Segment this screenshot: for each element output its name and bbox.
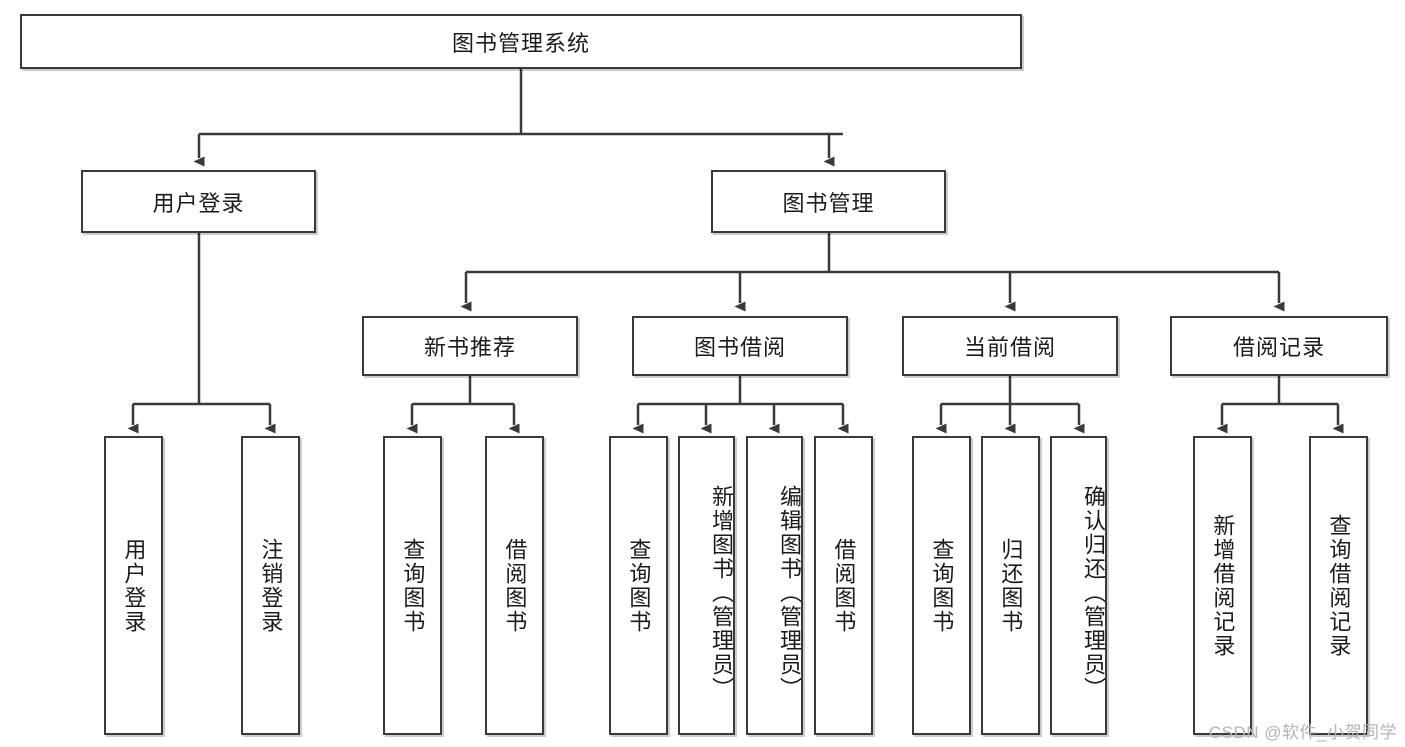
node-leaf-edit-book-label: 编辑图书（管理员） xyxy=(777,484,802,701)
node-new-book-rec[interactable]: 新书推荐 xyxy=(362,316,578,376)
node-leaf-borrow-book-2[interactable]: 借阅图书 xyxy=(814,436,873,735)
node-leaf-add-record[interactable]: 新增借阅记录 xyxy=(1193,436,1252,735)
node-book-borrow[interactable]: 图书借阅 xyxy=(632,316,848,376)
node-leaf-borrow-book-2-label: 借阅图书 xyxy=(831,537,857,634)
node-book-manage-label: 图书管理 xyxy=(782,190,875,216)
node-leaf-return-book-label: 归还图书 xyxy=(998,537,1024,634)
node-current-borrow[interactable]: 当前借阅 xyxy=(902,316,1118,376)
node-book-borrow-label: 图书借阅 xyxy=(693,335,786,360)
node-current-borrow-label: 当前借阅 xyxy=(963,335,1056,360)
node-leaf-query-book-2[interactable]: 查询图书 xyxy=(609,436,668,735)
node-leaf-query-book-1-label: 查询图书 xyxy=(400,537,426,634)
node-leaf-return-book[interactable]: 归还图书 xyxy=(981,436,1040,735)
node-leaf-logout-label: 注销登录 xyxy=(258,537,284,634)
csdn-watermark: CSDN @软件_小贺同学 xyxy=(1208,723,1397,742)
node-leaf-query-record[interactable]: 查询借阅记录 xyxy=(1309,436,1368,735)
node-leaf-confirm-return-label: 确认归还（管理员） xyxy=(1081,484,1106,701)
node-leaf-borrow-book-1-label: 借阅图书 xyxy=(502,537,528,634)
node-user-login[interactable]: 用户登录 xyxy=(81,170,316,233)
node-leaf-user-login[interactable]: 用户登录 xyxy=(104,436,163,735)
node-leaf-query-record-label: 查询借阅记录 xyxy=(1326,513,1352,658)
node-leaf-edit-book[interactable]: 编辑图书（管理员） xyxy=(746,436,803,735)
node-root-label: 图书管理系统 xyxy=(451,30,590,56)
node-leaf-add-record-label: 新增借阅记录 xyxy=(1210,513,1236,658)
node-book-manage[interactable]: 图书管理 xyxy=(711,170,946,233)
node-leaf-query-book-2-label: 查询图书 xyxy=(626,537,652,634)
node-leaf-confirm-return[interactable]: 确认归还（管理员） xyxy=(1050,436,1107,735)
node-leaf-logout[interactable]: 注销登录 xyxy=(241,436,300,735)
node-leaf-query-book-3[interactable]: 查询图书 xyxy=(912,436,971,735)
node-root[interactable]: 图书管理系统 xyxy=(20,14,1022,69)
node-leaf-query-book-1[interactable]: 查询图书 xyxy=(383,436,442,735)
node-leaf-user-login-label: 用户登录 xyxy=(121,537,147,634)
node-leaf-borrow-book-1[interactable]: 借阅图书 xyxy=(485,436,544,735)
node-leaf-add-book-label: 新增图书（管理员） xyxy=(709,484,734,701)
node-new-book-rec-label: 新书推荐 xyxy=(423,335,516,360)
node-leaf-add-book[interactable]: 新增图书（管理员） xyxy=(678,436,735,735)
node-leaf-query-book-3-label: 查询图书 xyxy=(929,537,955,634)
node-borrow-record[interactable]: 借阅记录 xyxy=(1170,316,1388,376)
node-user-login-label: 用户登录 xyxy=(152,190,245,216)
node-borrow-record-label: 借阅记录 xyxy=(1232,335,1325,360)
